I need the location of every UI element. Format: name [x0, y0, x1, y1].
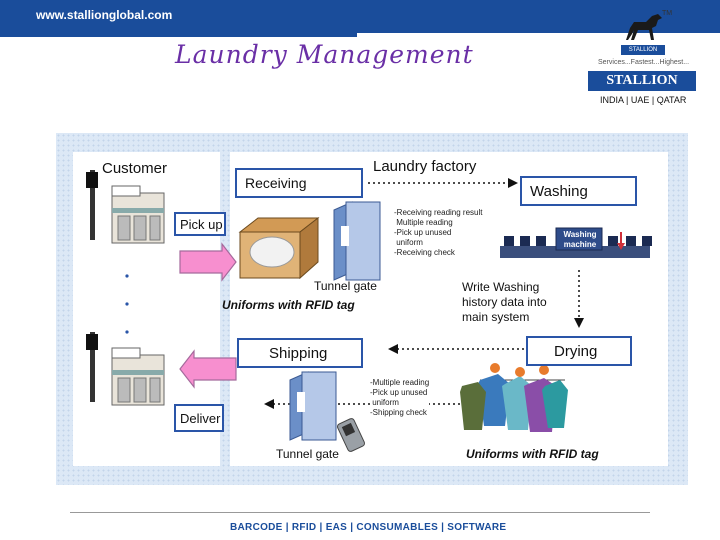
uniforms-hanging-icon [460, 363, 568, 432]
tunnel-gate-bottom-label: Tunnel gate [276, 447, 339, 461]
logo-tagline: Services...Fastest...Highest... [598, 59, 690, 66]
tunnel-gate-top-label: Tunnel gate [314, 279, 377, 293]
pick-up-arrow-icon [179, 242, 237, 282]
pick-up-box: Pick up [174, 212, 226, 236]
laundry-box-icon [238, 216, 320, 280]
site-url-link[interactable]: www.stallionglobal.com [36, 8, 173, 22]
top-bar [0, 0, 720, 33]
footer-services: BARCODE | RFID | EAS | CONSUMABLES | SOF… [230, 522, 507, 533]
write-washing-label: Write Washing history data into main sys… [462, 280, 547, 324]
receiving-box: Receiving [235, 168, 363, 198]
customer-store-bottom-icon [86, 332, 165, 406]
drying-box: Drying [526, 336, 632, 366]
laundry-factory-label: Laundry factory [373, 158, 477, 175]
top-bar-underline [0, 33, 357, 37]
handheld-reader-icon [336, 418, 366, 452]
group-name: STALLION GROUP [588, 71, 696, 108]
shipping-notes: -Multiple reading -Pick up unused unifor… [370, 378, 430, 418]
logo-badge: STALLION [621, 45, 665, 55]
customer-store-top-icon [86, 170, 165, 244]
customer-label: Customer [102, 160, 168, 177]
uniforms-rfid-bottom-label: Uniforms with RFID tag [466, 447, 599, 461]
deliver-box: Deliver [174, 404, 224, 432]
washing-machine-icon [498, 227, 656, 258]
horse-logo-icon [626, 14, 662, 40]
tunnel-gate-bottom-icon [289, 371, 337, 441]
regions-label: INDIA | UAE | QATAR [600, 95, 687, 105]
footer-divider [70, 512, 650, 513]
shipping-box: Shipping [237, 338, 363, 368]
tunnel-gate-top-icon [333, 201, 381, 281]
uniforms-rfid-top-label: Uniforms with RFID tag [222, 298, 355, 312]
receiving-notes: -Receiving reading result Multiple readi… [394, 208, 483, 258]
washing-box: Washing [520, 176, 637, 206]
washing-machine-label: Washing machine [563, 230, 597, 249]
page-title: Laundry Management [175, 40, 474, 69]
trademark-label: TM [662, 10, 673, 17]
deliver-arrow-icon [179, 349, 237, 389]
